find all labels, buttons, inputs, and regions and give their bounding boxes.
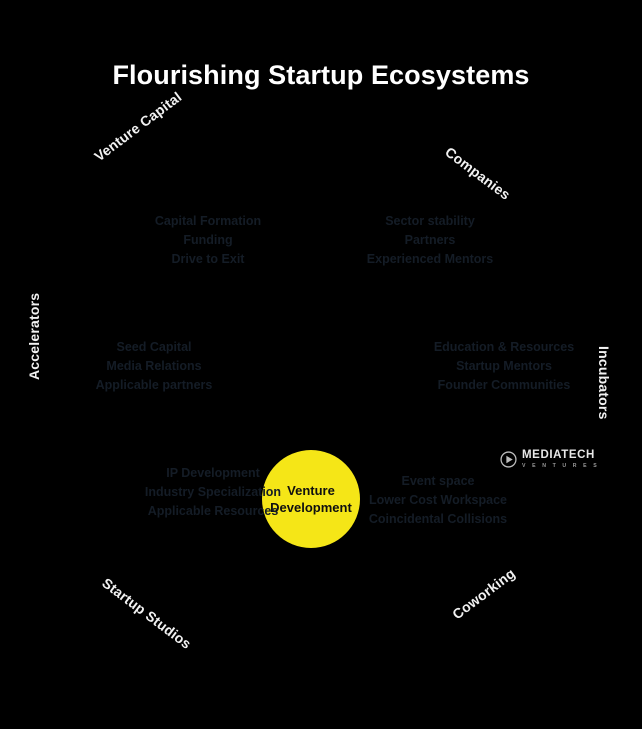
center-hub-line-2: Development — [270, 500, 352, 515]
petal-item: Capital Formation — [154, 214, 262, 228]
petal-items-incubators: Education & Resources Startup Mentors Fo… — [398, 338, 610, 395]
petal-item: IP Development — [166, 466, 260, 480]
petal-item: Sector stability — [385, 214, 475, 228]
brand-logo: MEDIATECH V E N T U R E S — [500, 449, 600, 469]
petal-item: Founder Communities — [437, 378, 571, 392]
flower-diagram: Venture Development — [0, 130, 642, 630]
petal-item: Partners — [404, 233, 456, 247]
petal-item: Funding — [183, 233, 233, 247]
play-circle-icon — [500, 451, 517, 468]
petal-item: Applicable partners — [95, 378, 213, 392]
petal-item: Applicable Resources — [147, 504, 279, 518]
page-title: Flourishing Startup Ecosystems — [112, 60, 530, 90]
petal-items-companies: Sector stability Partners Experienced Me… — [330, 212, 530, 269]
petal-items-startup-studios: IP Development Industry Specialization A… — [108, 464, 318, 521]
petal-items-accelerators: Seed Capital Media Relations Applicable … — [48, 338, 260, 395]
category-label-incubators: Incubators — [596, 346, 612, 420]
petal-item: Seed Capital — [116, 340, 192, 354]
petal-shape-incubators — [320, 295, 604, 445]
petal-shape-accelerators — [40, 295, 324, 445]
petal-shape-venture-capital — [305, 391, 560, 630]
petal-item: Coincidental Collisions — [368, 512, 508, 526]
petal-shape-companies — [82, 391, 337, 630]
petal-item: Drive to Exit — [171, 252, 245, 266]
brand-name: MEDIATECH — [522, 449, 595, 461]
petal-item: Industry Specialization — [144, 485, 282, 499]
center-hub-label: Venture Development — [270, 482, 352, 516]
petal-item: Education & Resources — [433, 340, 575, 354]
petal-item: Lower Cost Workspace — [368, 493, 507, 507]
brand-text: MEDIATECH V E N T U R E S — [522, 449, 600, 469]
brand-subtitle: V E N T U R E S — [522, 462, 600, 469]
petal-item: Media Relations — [106, 359, 202, 373]
petal-item: Startup Mentors — [456, 359, 552, 373]
center-hub-line-1: Venture — [287, 483, 335, 498]
flower-svg — [40, 295, 604, 630]
petal-item: Experienced Mentors — [366, 252, 494, 266]
category-label-accelerators: Accelerators — [26, 292, 42, 380]
petal-items-coworking: Event space Lower Cost Workspace Coincid… — [334, 472, 542, 529]
petal-item: Event space — [401, 474, 475, 488]
center-hub: Venture Development — [262, 450, 360, 548]
petal-items-venture-capital: Capital Formation Funding Drive to Exit — [108, 212, 308, 269]
